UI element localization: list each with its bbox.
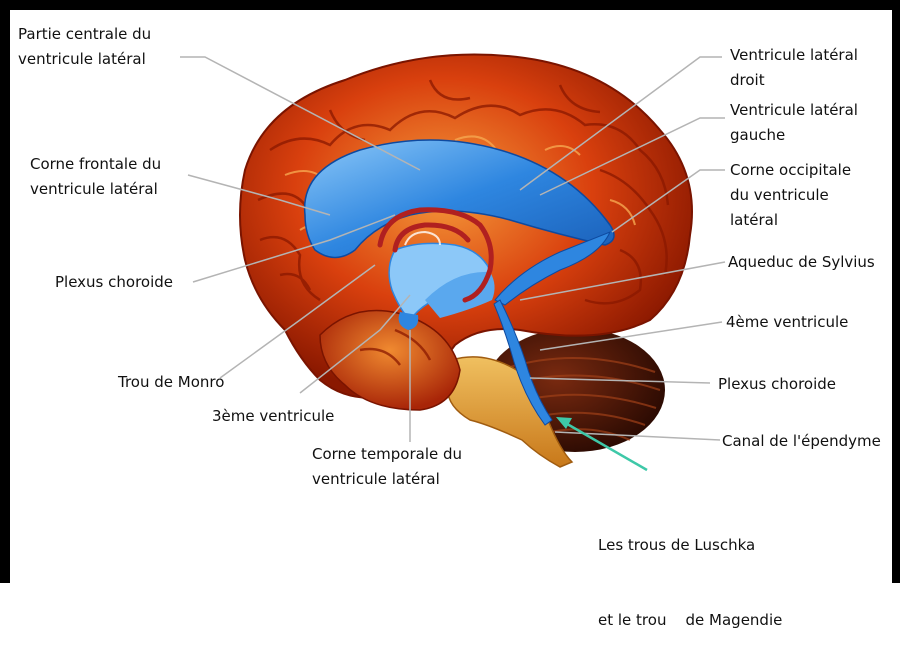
label-trou-monro: Trou de Monro <box>118 370 224 395</box>
label-line: Canal de l'épendyme <box>722 429 881 454</box>
label-troisieme-ventricule: 3ème ventricule <box>212 404 334 429</box>
label-line: Corne temporale du <box>312 442 462 467</box>
label-line: du ventricule <box>730 183 851 208</box>
label-line: 4ème ventricule <box>726 310 848 335</box>
label-line: Ventricule latéral <box>730 43 858 68</box>
label-corne-frontale: Corne frontale du ventricule latéral <box>30 152 161 202</box>
label-line: Plexus choroide <box>718 372 836 397</box>
label-line: Trou de Monro <box>118 370 224 395</box>
label-line: ventricule latéral <box>18 47 151 72</box>
label-trous-luschka: Les trous de Luschka et le trou de Magen… <box>598 483 782 658</box>
label-line: et le trou de Magendie <box>598 608 782 633</box>
label-line: gauche <box>730 123 858 148</box>
label-aqueduc-sylvius: Aqueduc de Sylvius <box>728 250 875 275</box>
label-ventricule-gauche: Ventricule latéral gauche <box>730 98 858 148</box>
label-line: latéral <box>730 208 851 233</box>
label-quatrieme-ventricule: 4ème ventricule <box>726 310 848 335</box>
label-corne-temporale: Corne temporale du ventricule latéral <box>312 442 462 492</box>
label-line: Plexus choroide <box>55 270 173 295</box>
label-partie-centrale: Partie centrale du ventricule latéral <box>18 22 151 72</box>
label-line: Corne occipitale <box>730 158 851 183</box>
label-line: Corne frontale du <box>30 152 161 177</box>
label-corne-occipitale: Corne occipitale du ventricule latéral <box>730 158 851 233</box>
label-line: Partie centrale du <box>18 22 151 47</box>
label-line: 3ème ventricule <box>212 404 334 429</box>
label-line: Ventricule latéral <box>730 98 858 123</box>
label-plexus-choroide-right: Plexus choroide <box>718 372 836 397</box>
label-plexus-choroide-left: Plexus choroide <box>55 270 173 295</box>
label-line: ventricule latéral <box>312 467 462 492</box>
label-line: Les trous de Luschka <box>598 533 782 558</box>
label-canal-ependyme: Canal de l'épendyme <box>722 429 881 454</box>
label-line: ventricule latéral <box>30 177 161 202</box>
label-line: droit <box>730 68 858 93</box>
label-ventricule-droit: Ventricule latéral droit <box>730 43 858 93</box>
label-line: Aqueduc de Sylvius <box>728 250 875 275</box>
